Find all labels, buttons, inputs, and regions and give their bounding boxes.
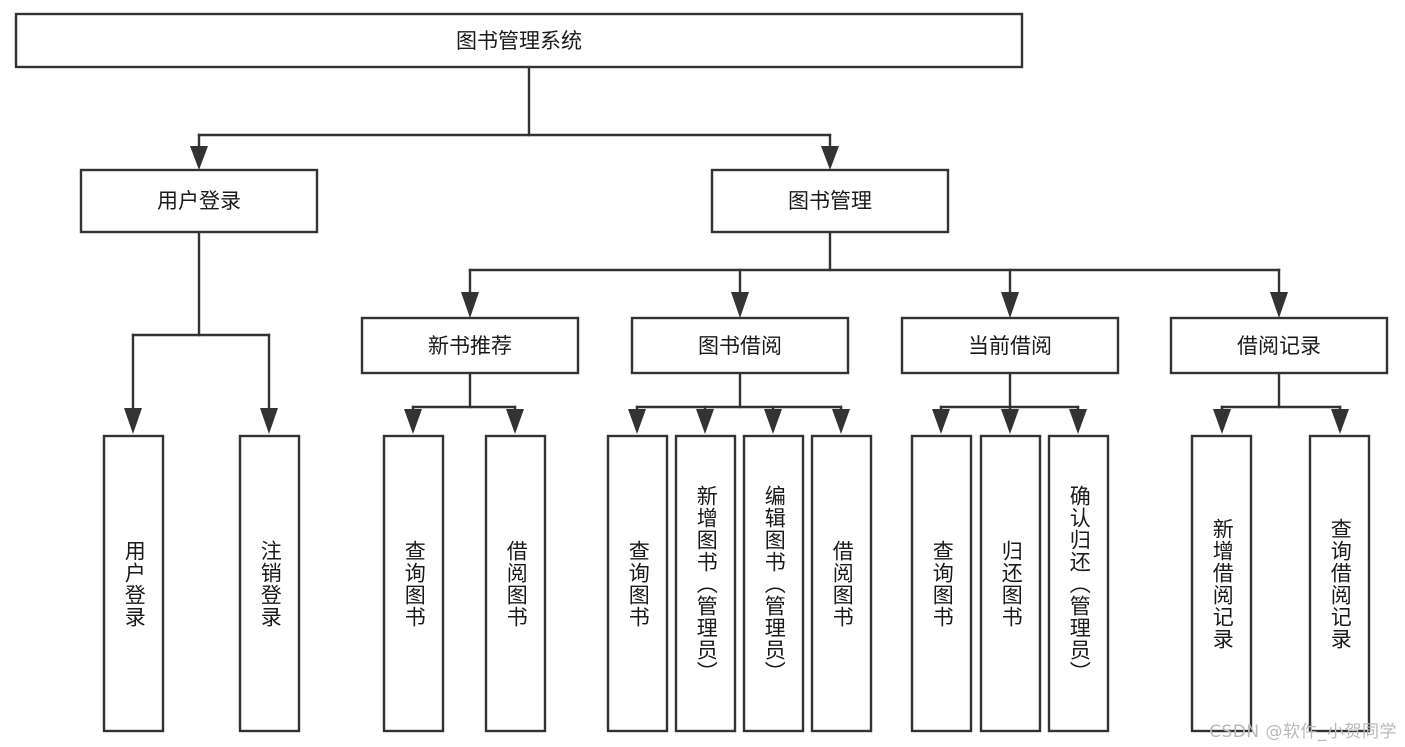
node-book-manage[interactable]: 图书管理 — [710, 168, 950, 234]
node-leaf-add-record-label: 新增借阅记录 — [1210, 517, 1235, 650]
node-leaf-edit-book-label: 编辑图书（管理员） — [762, 484, 787, 683]
arrowhead-leaf-query-book-2 — [628, 409, 646, 434]
node-leaf-borrow-book-1[interactable]: 借阅图书 — [484, 434, 547, 733]
arrowhead-leaf-user-login — [124, 408, 142, 434]
node-leaf-logout-label: 注销登录 — [258, 539, 283, 628]
node-leaf-borrow-book-2[interactable]: 借阅图书 — [810, 434, 873, 733]
arrowhead-current-borrow — [1001, 292, 1019, 318]
node-user-login-label: 用户登录 — [157, 189, 241, 213]
node-leaf-query-book-3[interactable]: 查询图书 — [910, 434, 973, 733]
node-new-book-rec-label: 新书推荐 — [428, 334, 512, 358]
node-leaf-return-book-label: 归还图书 — [999, 539, 1024, 628]
arrowhead-leaf-add-book — [696, 409, 714, 434]
node-root[interactable]: 图书管理系统 — [14, 12, 1024, 69]
arrowhead-user-login — [190, 146, 208, 170]
node-leaf-query-record[interactable]: 查询借阅记录 — [1308, 434, 1371, 733]
node-user-login[interactable]: 用户登录 — [79, 168, 319, 234]
node-leaf-user-login[interactable]: 用户登录 — [102, 434, 165, 733]
node-leaf-add-book-label: 新增图书（管理员） — [694, 484, 719, 683]
arrowhead-leaf-return-book — [1001, 409, 1019, 434]
arrowhead-book-manage — [821, 146, 839, 170]
node-leaf-add-book[interactable]: 新增图书（管理员） — [674, 434, 737, 733]
arrowhead-borrow-record — [1270, 292, 1288, 318]
node-leaf-return-book[interactable]: 归还图书 — [979, 434, 1042, 733]
node-leaf-query-book-1-label: 查询图书 — [402, 539, 427, 628]
arrowhead-leaf-borrow-book-2 — [832, 409, 850, 434]
arrowhead-leaf-query-book-1 — [404, 409, 422, 434]
node-borrow-record[interactable]: 借阅记录 — [1169, 316, 1389, 375]
node-root-label: 图书管理系统 — [456, 29, 582, 53]
node-leaf-query-book-3-label: 查询图书 — [930, 539, 955, 628]
arrowhead-leaf-edit-book — [764, 409, 782, 434]
node-layer: 图书管理系统 用户登录 图书管理 新书推荐 图书借阅 当前借阅 借阅记录 — [14, 12, 1389, 733]
node-leaf-confirm-return[interactable]: 确认归还（管理员） — [1047, 434, 1110, 733]
node-new-book-rec[interactable]: 新书推荐 — [360, 316, 580, 375]
arrowhead-leaf-logout — [260, 408, 278, 434]
arrowhead-leaf-query-record — [1331, 409, 1349, 434]
node-leaf-logout[interactable]: 注销登录 — [238, 434, 301, 733]
arrowhead-leaf-add-record — [1213, 409, 1231, 434]
arrowhead-leaf-borrow-book-1 — [506, 409, 524, 434]
node-leaf-query-book-2[interactable]: 查询图书 — [606, 434, 669, 733]
node-leaf-query-book-2-label: 查询图书 — [626, 539, 651, 628]
node-leaf-edit-book[interactable]: 编辑图书（管理员） — [742, 434, 805, 733]
node-leaf-borrow-book-2-label: 借阅图书 — [830, 539, 855, 628]
node-borrow-record-label: 借阅记录 — [1237, 334, 1321, 358]
node-leaf-query-record-label: 查询借阅记录 — [1328, 517, 1353, 650]
node-book-borrow-label: 图书借阅 — [698, 334, 782, 358]
node-leaf-user-login-label: 用户登录 — [122, 539, 147, 628]
node-leaf-query-book-1[interactable]: 查询图书 — [382, 434, 445, 733]
node-leaf-borrow-book-1-label: 借阅图书 — [504, 539, 529, 628]
arrowhead-new-book-rec — [461, 292, 479, 318]
arrowhead-book-borrow — [731, 292, 749, 318]
node-current-borrow-label: 当前借阅 — [968, 334, 1052, 358]
node-leaf-add-record[interactable]: 新增借阅记录 — [1190, 434, 1253, 733]
node-book-manage-label: 图书管理 — [788, 189, 872, 213]
arrowhead-leaf-query-book-3 — [932, 409, 950, 434]
edge-layer — [124, 65, 1349, 434]
node-current-borrow[interactable]: 当前借阅 — [900, 316, 1120, 375]
node-leaf-confirm-return-label: 确认归还（管理员） — [1067, 484, 1092, 683]
arrowhead-leaf-confirm-return — [1069, 409, 1087, 434]
node-book-borrow[interactable]: 图书借阅 — [630, 316, 850, 375]
